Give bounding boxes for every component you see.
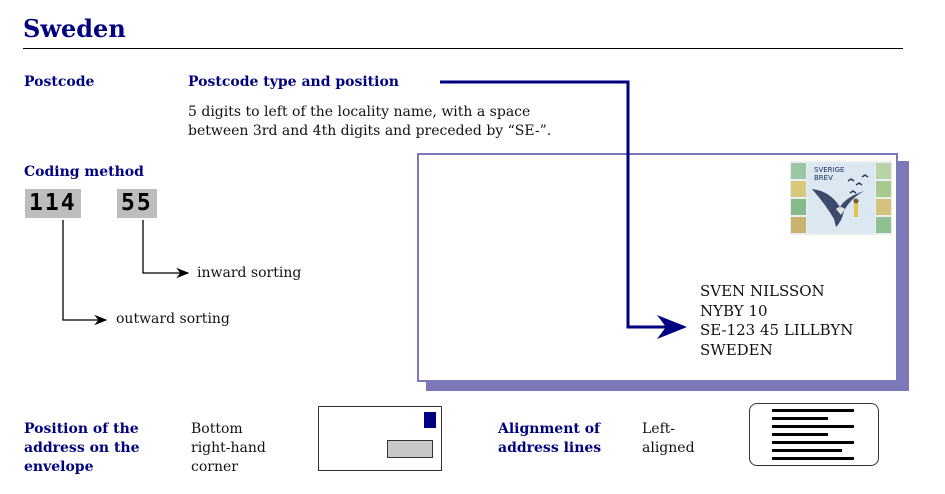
stamp-text-line2: BREV (814, 174, 833, 182)
alignment-line (772, 449, 842, 452)
alignment-line (772, 441, 854, 444)
alignment-line (772, 457, 854, 460)
inward-sorting-connector (142, 220, 190, 279)
inward-digits: 55 (117, 189, 157, 218)
outward-sorting-connector (62, 220, 108, 326)
page-title: Sweden (23, 14, 126, 43)
position-label-line3: envelope (24, 459, 94, 475)
alignment-value: Left- aligned (642, 420, 695, 458)
outward-digits: 114 (25, 189, 81, 218)
alignment-value-line1: Left- (642, 421, 676, 437)
alignment-diagram (749, 403, 879, 466)
coding-method-label: Coding method (24, 164, 144, 180)
stamp-image: SVERIGE BREV (790, 161, 892, 235)
stamp-text-line1: SVERIGE (814, 166, 844, 174)
alignment-value-line2: aligned (642, 440, 695, 456)
sample-address: SVEN NILSSON NYBY 10 SE-123 45 LILLBYN S… (700, 282, 853, 360)
alignment-label: Alignment of address lines (498, 420, 601, 458)
address-line: SVEN NILSSON (700, 282, 825, 300)
alignment-line (772, 433, 828, 436)
postcode-description-line2: between 3rd and 4th digits and preceded … (188, 123, 552, 139)
position-label: Position of the address on the envelope (24, 420, 140, 477)
alignment-line (772, 425, 854, 428)
inward-sorting-label: inward sorting (197, 265, 302, 281)
alignment-label-line1: Alignment of (498, 421, 601, 437)
position-value-line3: corner (191, 459, 238, 475)
position-label-line2: address on the (24, 440, 140, 456)
address-line: NYBY 10 (700, 301, 768, 320)
postcode-type-heading: Postcode type and position (188, 74, 399, 90)
alignment-line (772, 417, 828, 420)
position-value-line2: right-hand (191, 440, 266, 456)
alignment-label-line2: address lines (498, 440, 602, 456)
stamp-graphic: SVERIGE BREV (790, 161, 892, 235)
outward-sorting-label: outward sorting (116, 311, 230, 327)
position-value-line1: Bottom (191, 421, 243, 437)
mini-stamp (424, 412, 436, 428)
address-line: SWEDEN (700, 340, 773, 359)
mini-address-block (387, 440, 433, 458)
position-value: Bottom right-hand corner (191, 420, 266, 477)
address-line: SE-123 45 LILLBYN (700, 321, 854, 339)
position-label-line1: Position of the (24, 421, 139, 437)
postcode-label: Postcode (24, 74, 95, 90)
position-diagram (318, 406, 442, 471)
title-divider (23, 48, 903, 49)
postcode-description-line1: 5 digits to left of the locality name, w… (188, 104, 531, 120)
alignment-line (772, 409, 854, 412)
postcode-description: 5 digits to left of the locality name, w… (188, 103, 551, 141)
